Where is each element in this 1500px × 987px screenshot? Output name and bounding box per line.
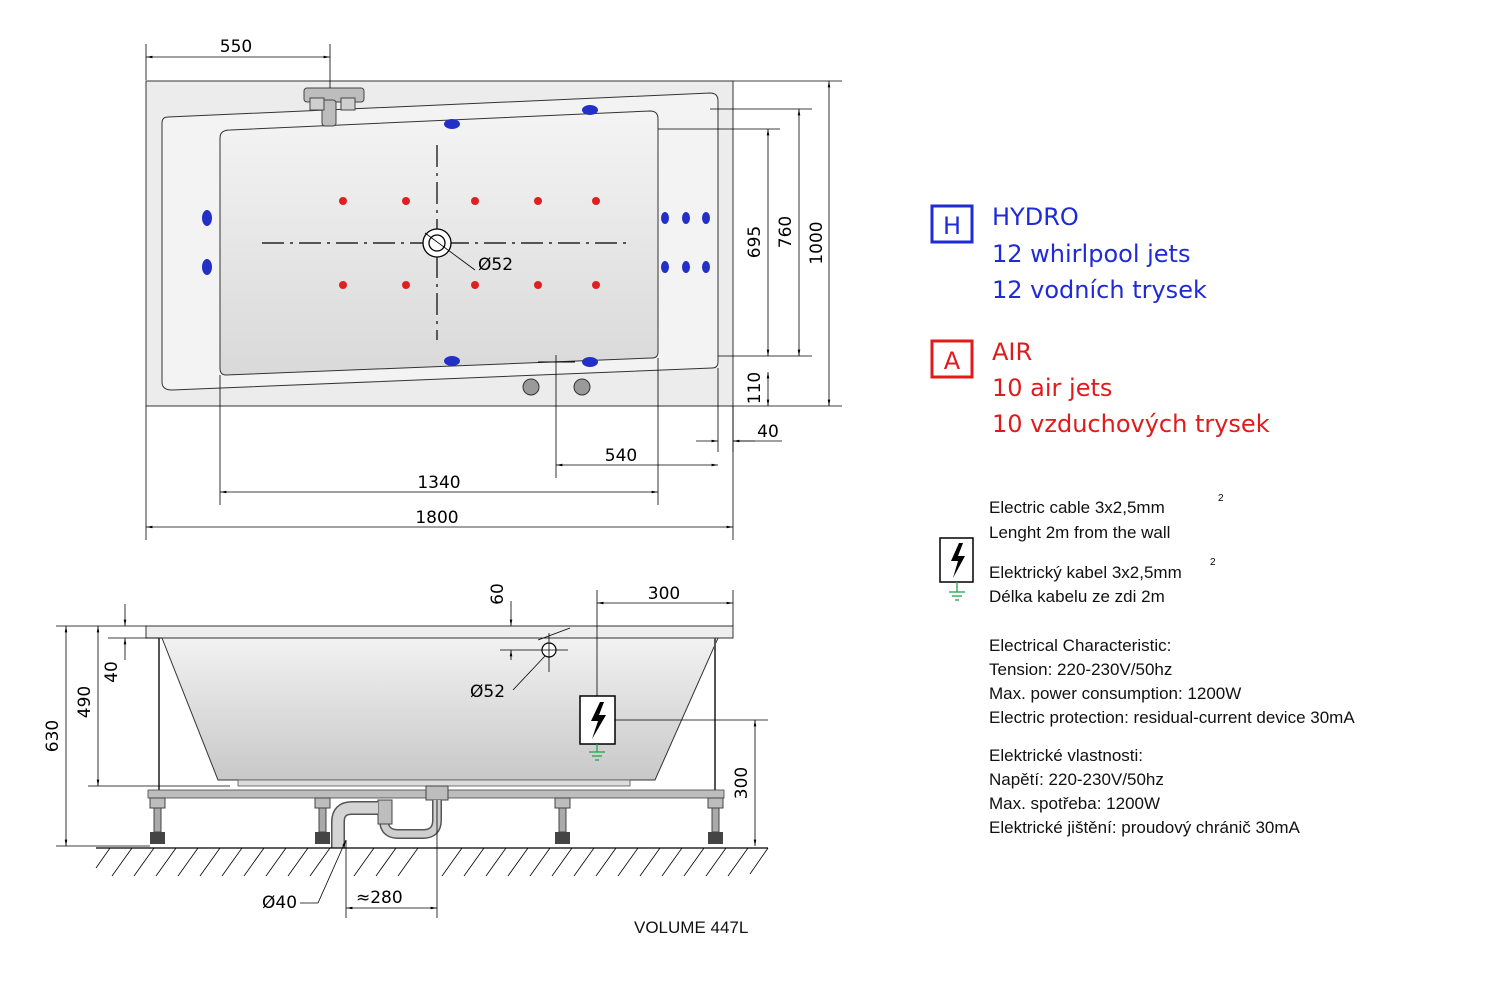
- air-line2: 10 vzduchových trysek: [992, 410, 1270, 438]
- whirlpool-jet: [582, 105, 598, 115]
- dim-40-top: 40: [757, 422, 779, 442]
- dim-630: 630: [43, 720, 63, 752]
- dim-695: 695: [745, 226, 765, 258]
- control-knob: [573, 378, 591, 396]
- whirlpool-jets: [202, 105, 710, 367]
- whirlpool-jet: [202, 210, 212, 226]
- whirlpool-jet: [682, 212, 690, 224]
- volume-label: VOLUME 447L: [634, 918, 748, 937]
- air-jets: [339, 197, 600, 289]
- air-jet: [402, 197, 410, 205]
- char-cz-1: Napětí: 220-230V/50hz: [989, 770, 1164, 789]
- whirlpool-jet: [444, 356, 460, 366]
- control-knob: [522, 378, 540, 396]
- dim-300-right: 300: [732, 767, 752, 799]
- dim-300-top: 300: [648, 584, 680, 604]
- legend: H HYDRO 12 whirlpool jets 12 vodních try…: [930, 203, 1270, 438]
- char-cz-3: Elektrické jištění: proudový chránič 30m…: [989, 818, 1301, 837]
- cable-cz-1: Elektrický kabel 3x2,5mm: [989, 563, 1182, 582]
- cable-cz-sup: 2: [1210, 557, 1216, 568]
- air-box-icon: [930, 339, 974, 379]
- whirlpool-jet: [702, 212, 710, 224]
- air-jet: [534, 197, 542, 205]
- electric-hazard-icon: [939, 537, 974, 601]
- char-en-2: Max. power consumption: 1200W: [989, 684, 1241, 703]
- dim-1800: 1800: [415, 508, 458, 528]
- whirlpool-jet: [661, 261, 669, 273]
- whirlpool-jet: [582, 357, 598, 367]
- cable-en-2: Lenght 2m from the wall: [989, 523, 1170, 542]
- char-en-1: Tension: 220-230V/50hz: [989, 660, 1172, 679]
- drain-icon: [422, 228, 476, 271]
- dim-490: 490: [75, 686, 95, 718]
- char-cz-2: Max. spotřeba: 1200W: [989, 794, 1160, 813]
- whirlpool-jet: [202, 259, 212, 275]
- side-electric-icon: [579, 695, 616, 761]
- floor-hatch: [95, 847, 769, 877]
- pipe-diameter-label: Ø40: [262, 893, 297, 913]
- air-jet: [402, 281, 410, 289]
- faucet-icon: [303, 87, 365, 127]
- dim-40-side: 40: [102, 661, 122, 683]
- top-view: Ø52: [145, 37, 842, 540]
- drain-diameter-label: Ø52: [478, 255, 513, 275]
- cable-cz-2: Délka kabelu ze zdi 2m: [989, 587, 1165, 606]
- dim-550: 550: [220, 37, 252, 57]
- dim-540: 540: [605, 446, 637, 466]
- legend-air: A AIR 10 air jets 10 vzduchových trysek: [930, 338, 1270, 438]
- hydro-line1: 12 whirlpool jets: [992, 240, 1190, 268]
- whirlpool-jet: [702, 261, 710, 273]
- air-title: AIR: [992, 338, 1032, 366]
- hydro-title: HYDRO: [992, 203, 1079, 231]
- siphon-icon: [331, 785, 449, 848]
- air-jet: [592, 197, 600, 205]
- whirlpool-jet: [661, 212, 669, 224]
- side-rim: [145, 625, 734, 639]
- air-jet: [339, 281, 347, 289]
- electric-info: Electric cable 3x2,5mm 2 Lenght 2m from …: [939, 493, 1355, 837]
- dim-1000: 1000: [807, 221, 827, 264]
- hydro-box-letter: H: [943, 212, 961, 240]
- dim-280: ≈280: [356, 888, 403, 908]
- air-box-letter: A: [944, 347, 961, 375]
- hydro-box-icon: [930, 204, 974, 244]
- air-line1: 10 air jets: [992, 374, 1112, 402]
- air-jet: [339, 197, 347, 205]
- char-en-3: Electric protection: residual-current de…: [989, 708, 1355, 727]
- side-view: Ø52 300 60 300 630 490: [43, 583, 769, 937]
- air-jet: [592, 281, 600, 289]
- cable-en-1: Electric cable 3x2,5mm: [989, 498, 1165, 517]
- hydro-line2: 12 vodních trysek: [992, 276, 1207, 304]
- air-jet: [471, 281, 479, 289]
- legend-hydro: H HYDRO 12 whirlpool jets 12 vodních try…: [930, 203, 1207, 304]
- whirlpool-jet: [682, 261, 690, 273]
- side-drain-label: Ø52: [470, 682, 505, 702]
- char-en-title: Electrical Characteristic:: [989, 636, 1171, 655]
- air-jet: [534, 281, 542, 289]
- air-jet: [471, 197, 479, 205]
- dim-60: 60: [488, 583, 508, 605]
- char-cz-title: Elektrické vlastnosti:: [989, 746, 1143, 765]
- dim-1340: 1340: [417, 473, 460, 493]
- side-tub-body: [161, 637, 719, 781]
- dim-110: 110: [745, 372, 765, 404]
- whirlpool-jet: [444, 119, 460, 129]
- dim-760: 760: [776, 216, 796, 248]
- cable-en-sup: 2: [1218, 493, 1224, 504]
